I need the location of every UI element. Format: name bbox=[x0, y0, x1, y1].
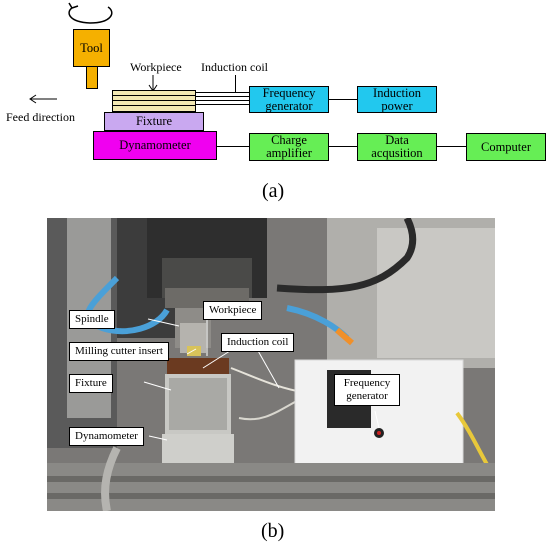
fixture-label: Fixture bbox=[135, 114, 173, 128]
charge-amplifier-box: Charge amplifier bbox=[249, 133, 329, 161]
spindle-callout: Spindle bbox=[69, 310, 115, 329]
fixture-callout: Fixture bbox=[69, 374, 113, 393]
induction-coil-leader bbox=[235, 75, 236, 92]
computer-box: Computer bbox=[466, 133, 546, 161]
feed-direction-label: Feed direction bbox=[6, 110, 75, 124]
frequency-generator-box: Frequency generator bbox=[249, 86, 329, 113]
induction-coil-label: Induction coil bbox=[201, 60, 268, 74]
frequency-generator-callout: Frequency generator bbox=[334, 374, 400, 406]
dynamometer-label: Dynamometer bbox=[119, 138, 191, 152]
tool-label: Tool bbox=[80, 40, 103, 55]
data-acquisition-box: Data acqusition bbox=[357, 133, 437, 161]
workpiece-layer-line bbox=[112, 95, 196, 96]
connector-line bbox=[437, 146, 466, 147]
data-acquisition-label: Data acqusition bbox=[371, 133, 423, 160]
setup-photo-drawing bbox=[47, 218, 495, 511]
induction-power-label: Induction power bbox=[373, 85, 421, 113]
feed-direction-arrow-icon bbox=[29, 94, 57, 104]
tool-box: Tool bbox=[73, 29, 110, 67]
induction-coil-callout: Induction coil bbox=[221, 333, 295, 352]
workpiece-label: Workpiece bbox=[130, 60, 182, 74]
charge-amplifier-label: Charge amplifier bbox=[266, 133, 312, 160]
connector-line bbox=[329, 146, 357, 147]
caption-b: (b) bbox=[261, 520, 285, 542]
fixture-box: Fixture bbox=[104, 112, 204, 131]
frequency-generator-callout-text: Frequency generator bbox=[343, 377, 391, 402]
setup-photo: Spindle Workpiece Milling cutter insert … bbox=[47, 218, 495, 511]
milling-cutter-insert-callout: Milling cutter insert bbox=[69, 342, 169, 361]
dynamometer-box: Dynamometer bbox=[93, 131, 217, 160]
induction-power-box: Induction power bbox=[357, 86, 437, 113]
connector-line bbox=[329, 99, 357, 100]
workpiece-callout: Workpiece bbox=[203, 301, 263, 320]
computer-label: Computer bbox=[481, 139, 531, 154]
connector-line bbox=[217, 146, 249, 147]
coil-lead bbox=[196, 104, 249, 105]
workpiece-layer-line bbox=[112, 105, 196, 106]
coil-lead bbox=[196, 96, 249, 97]
rotation-arrow-icon bbox=[68, 2, 113, 24]
caption-a: (a) bbox=[262, 180, 285, 202]
coil-lead bbox=[196, 92, 249, 93]
frequency-generator-label: Frequency generator bbox=[262, 85, 316, 113]
tool-shank bbox=[86, 67, 98, 89]
dynamometer-callout: Dynamometer bbox=[69, 427, 144, 446]
workpiece-layer-line bbox=[112, 100, 196, 101]
workpiece-block bbox=[112, 90, 196, 112]
coil-lead bbox=[196, 100, 249, 101]
